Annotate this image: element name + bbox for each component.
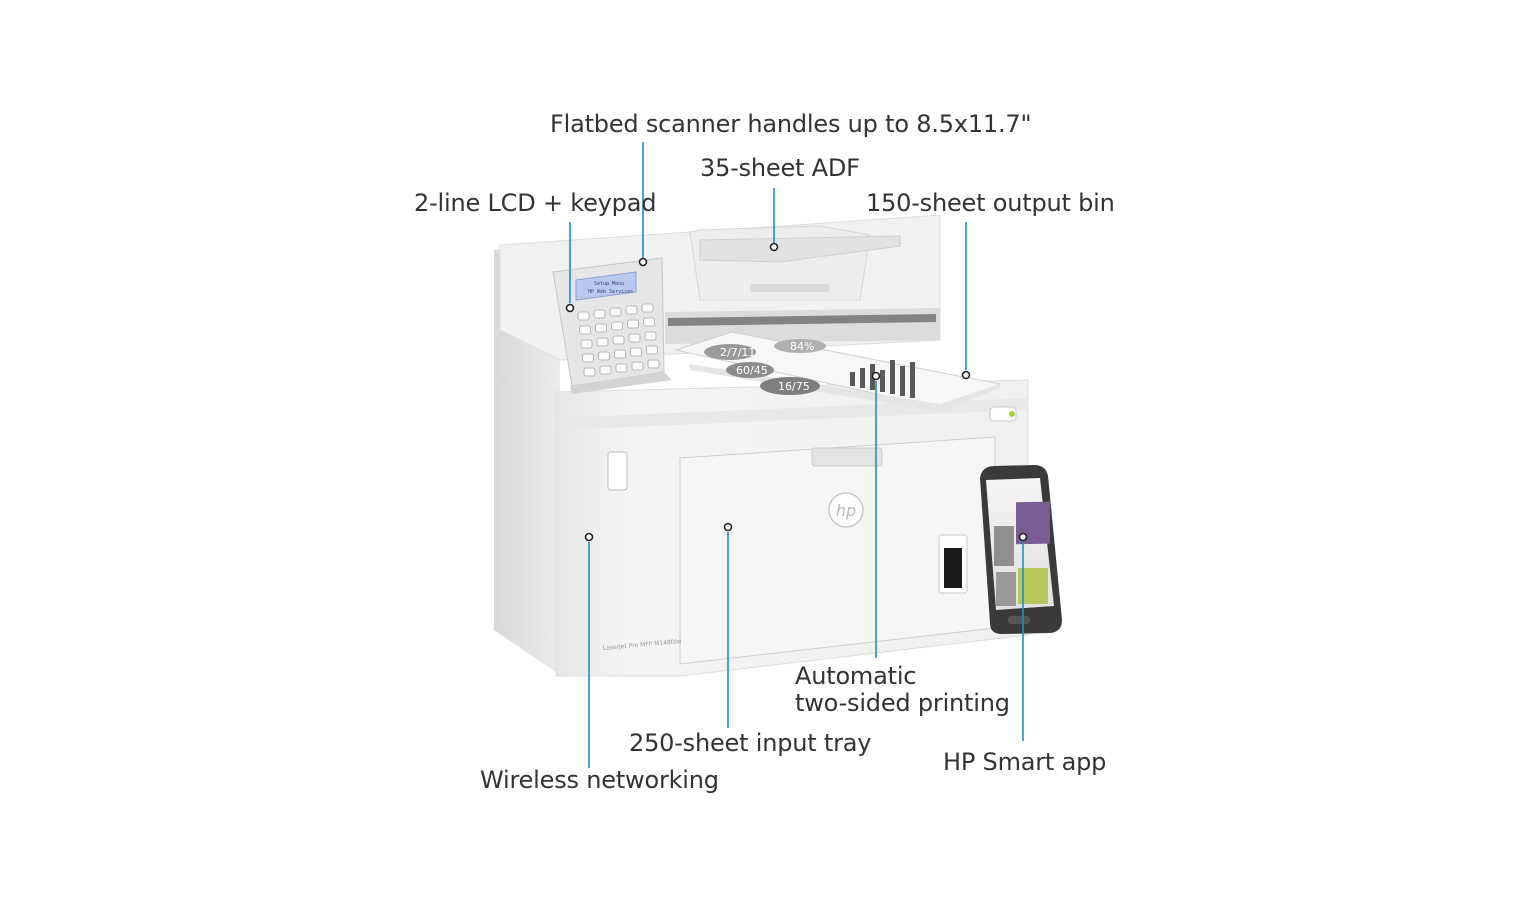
keypad-key: [593, 309, 606, 319]
keypad-key: [583, 367, 596, 377]
smartphone: [980, 465, 1062, 634]
power-button: [989, 406, 1017, 422]
callout-duplex-line-2: two-sided printing: [795, 689, 1010, 717]
keypad-key: [614, 349, 626, 359]
lcd-line-2: HP Web Services: [588, 289, 633, 295]
keypad-key: [627, 319, 639, 329]
keypad-key: [611, 321, 623, 331]
usb-port-opening: [944, 548, 962, 588]
phone-tile-gauge: [994, 526, 1014, 566]
leader-lines: [569, 142, 1024, 768]
keypad-key: [647, 359, 660, 369]
keypad-key: [582, 353, 594, 363]
callout-smart-app: HP Smart app: [943, 748, 1107, 776]
callout-dot: [584, 532, 594, 542]
keypad-key: [625, 305, 638, 315]
callout-lcd-keypad: 2-line LCD + keypad: [414, 189, 657, 217]
printer: 2/7/11 84% 60/45 16/75 hp: [494, 214, 1029, 677]
keypad-key: [630, 347, 642, 357]
callout-duplex-line-1: Automatic: [795, 662, 917, 690]
keypad-key: [646, 345, 658, 355]
callout-dots: [565, 242, 1028, 542]
callout-dot: [565, 303, 575, 313]
printout-page: 2/7/11 84% 60/45 16/75: [674, 331, 1002, 412]
keypad-key: [580, 339, 593, 349]
nfc-badge: [607, 451, 628, 491]
printout-chart-circle: [726, 362, 774, 378]
callout-wireless: Wireless networking: [480, 766, 719, 794]
printout-label: 16/75: [778, 380, 810, 393]
tray-handle: [811, 447, 883, 467]
hp-logo-text: hp: [836, 501, 856, 520]
callout-dot: [961, 370, 971, 380]
printout-chart-circle: [704, 344, 756, 360]
printout-chart-circle: [760, 377, 820, 395]
keypad-key: [643, 317, 655, 327]
adf-tray: [699, 235, 901, 263]
keypad-key: [596, 337, 609, 347]
keypad-key: [644, 331, 657, 341]
callout-dot: [769, 242, 779, 252]
phone-tile-image: [996, 572, 1016, 606]
keypad-key: [598, 351, 610, 361]
phone-home-button: [1008, 616, 1030, 624]
power-led: [1009, 411, 1015, 417]
keypad: [577, 303, 660, 377]
keypad-key: [609, 307, 622, 317]
callout-adf: 35-sheet ADF: [700, 154, 860, 182]
adf-handle: [750, 284, 830, 292]
output-slot: [665, 308, 940, 344]
control-panel: Setup Menu HP Web Services: [552, 257, 672, 394]
callout-input-tray: 250-sheet input tray: [629, 729, 872, 757]
printout-chart-circle: [774, 339, 826, 353]
lcd-display: [575, 271, 637, 301]
callout-dot: [1018, 532, 1028, 542]
printout-label: 84%: [790, 340, 814, 353]
callout-dot: [871, 371, 881, 381]
printout-label: 2/7/11: [720, 346, 755, 359]
keypad-key: [641, 303, 654, 313]
keypad-key: [615, 363, 628, 373]
callout-dot: [723, 522, 733, 532]
keypad-key: [631, 361, 644, 371]
keypad-key: [579, 325, 591, 335]
keypad-key: [595, 323, 607, 333]
output-slot-shadow: [668, 314, 936, 326]
callout-flatbed-scanner: Flatbed scanner handles up to 8.5x11.7": [550, 110, 1032, 138]
callout-output-bin: 150-sheet output bin: [866, 189, 1115, 217]
callout-dot: [638, 257, 648, 267]
keypad-key: [628, 333, 641, 343]
lcd-line-1: Setup Menu: [594, 281, 624, 287]
hp-logo: [828, 492, 864, 528]
keypad-key: [599, 365, 612, 375]
printout-label: 60/45: [736, 364, 768, 377]
keypad-key: [612, 335, 625, 345]
keypad-key: [577, 311, 590, 321]
